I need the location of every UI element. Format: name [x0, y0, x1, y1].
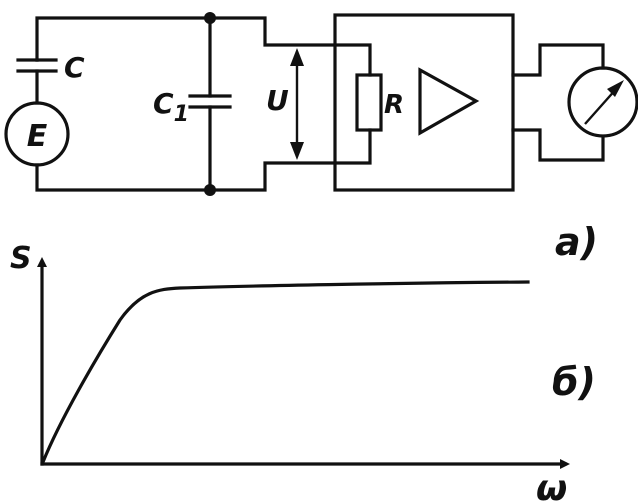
meter-wire-bottom — [511, 128, 605, 162]
source-e: E — [4, 101, 70, 167]
voltage-label: U — [266, 84, 289, 117]
capacitor-c1-label: C1 — [153, 87, 189, 127]
x-axis-label: ω — [536, 468, 567, 503]
part-b-label: б) — [552, 360, 596, 404]
capacitor-c — [16, 58, 58, 105]
resistor-label: R — [384, 90, 404, 120]
resistor-r — [355, 73, 383, 132]
capacitor-c1 — [188, 12, 232, 196]
junction-dot-top — [204, 12, 216, 24]
junction-dot-bottom — [204, 184, 216, 196]
amplifier-triangle — [418, 67, 480, 136]
circuit-diagram: E C C1 U R — [4, 12, 638, 264]
response-curve — [40, 280, 530, 465]
meter-wire-top — [511, 43, 605, 77]
response-graph: S ω б) — [10, 241, 596, 503]
amplifier-box — [333, 13, 515, 192]
bottom-wire — [35, 128, 372, 192]
voltage-arrow — [290, 48, 304, 160]
part-a-label: a) — [555, 220, 598, 264]
source-e-label: E — [27, 119, 48, 154]
top-wire — [35, 16, 372, 77]
capacitor-c-label: C — [64, 51, 85, 84]
y-axis-label: S — [10, 241, 32, 276]
meter-icon — [567, 66, 638, 138]
